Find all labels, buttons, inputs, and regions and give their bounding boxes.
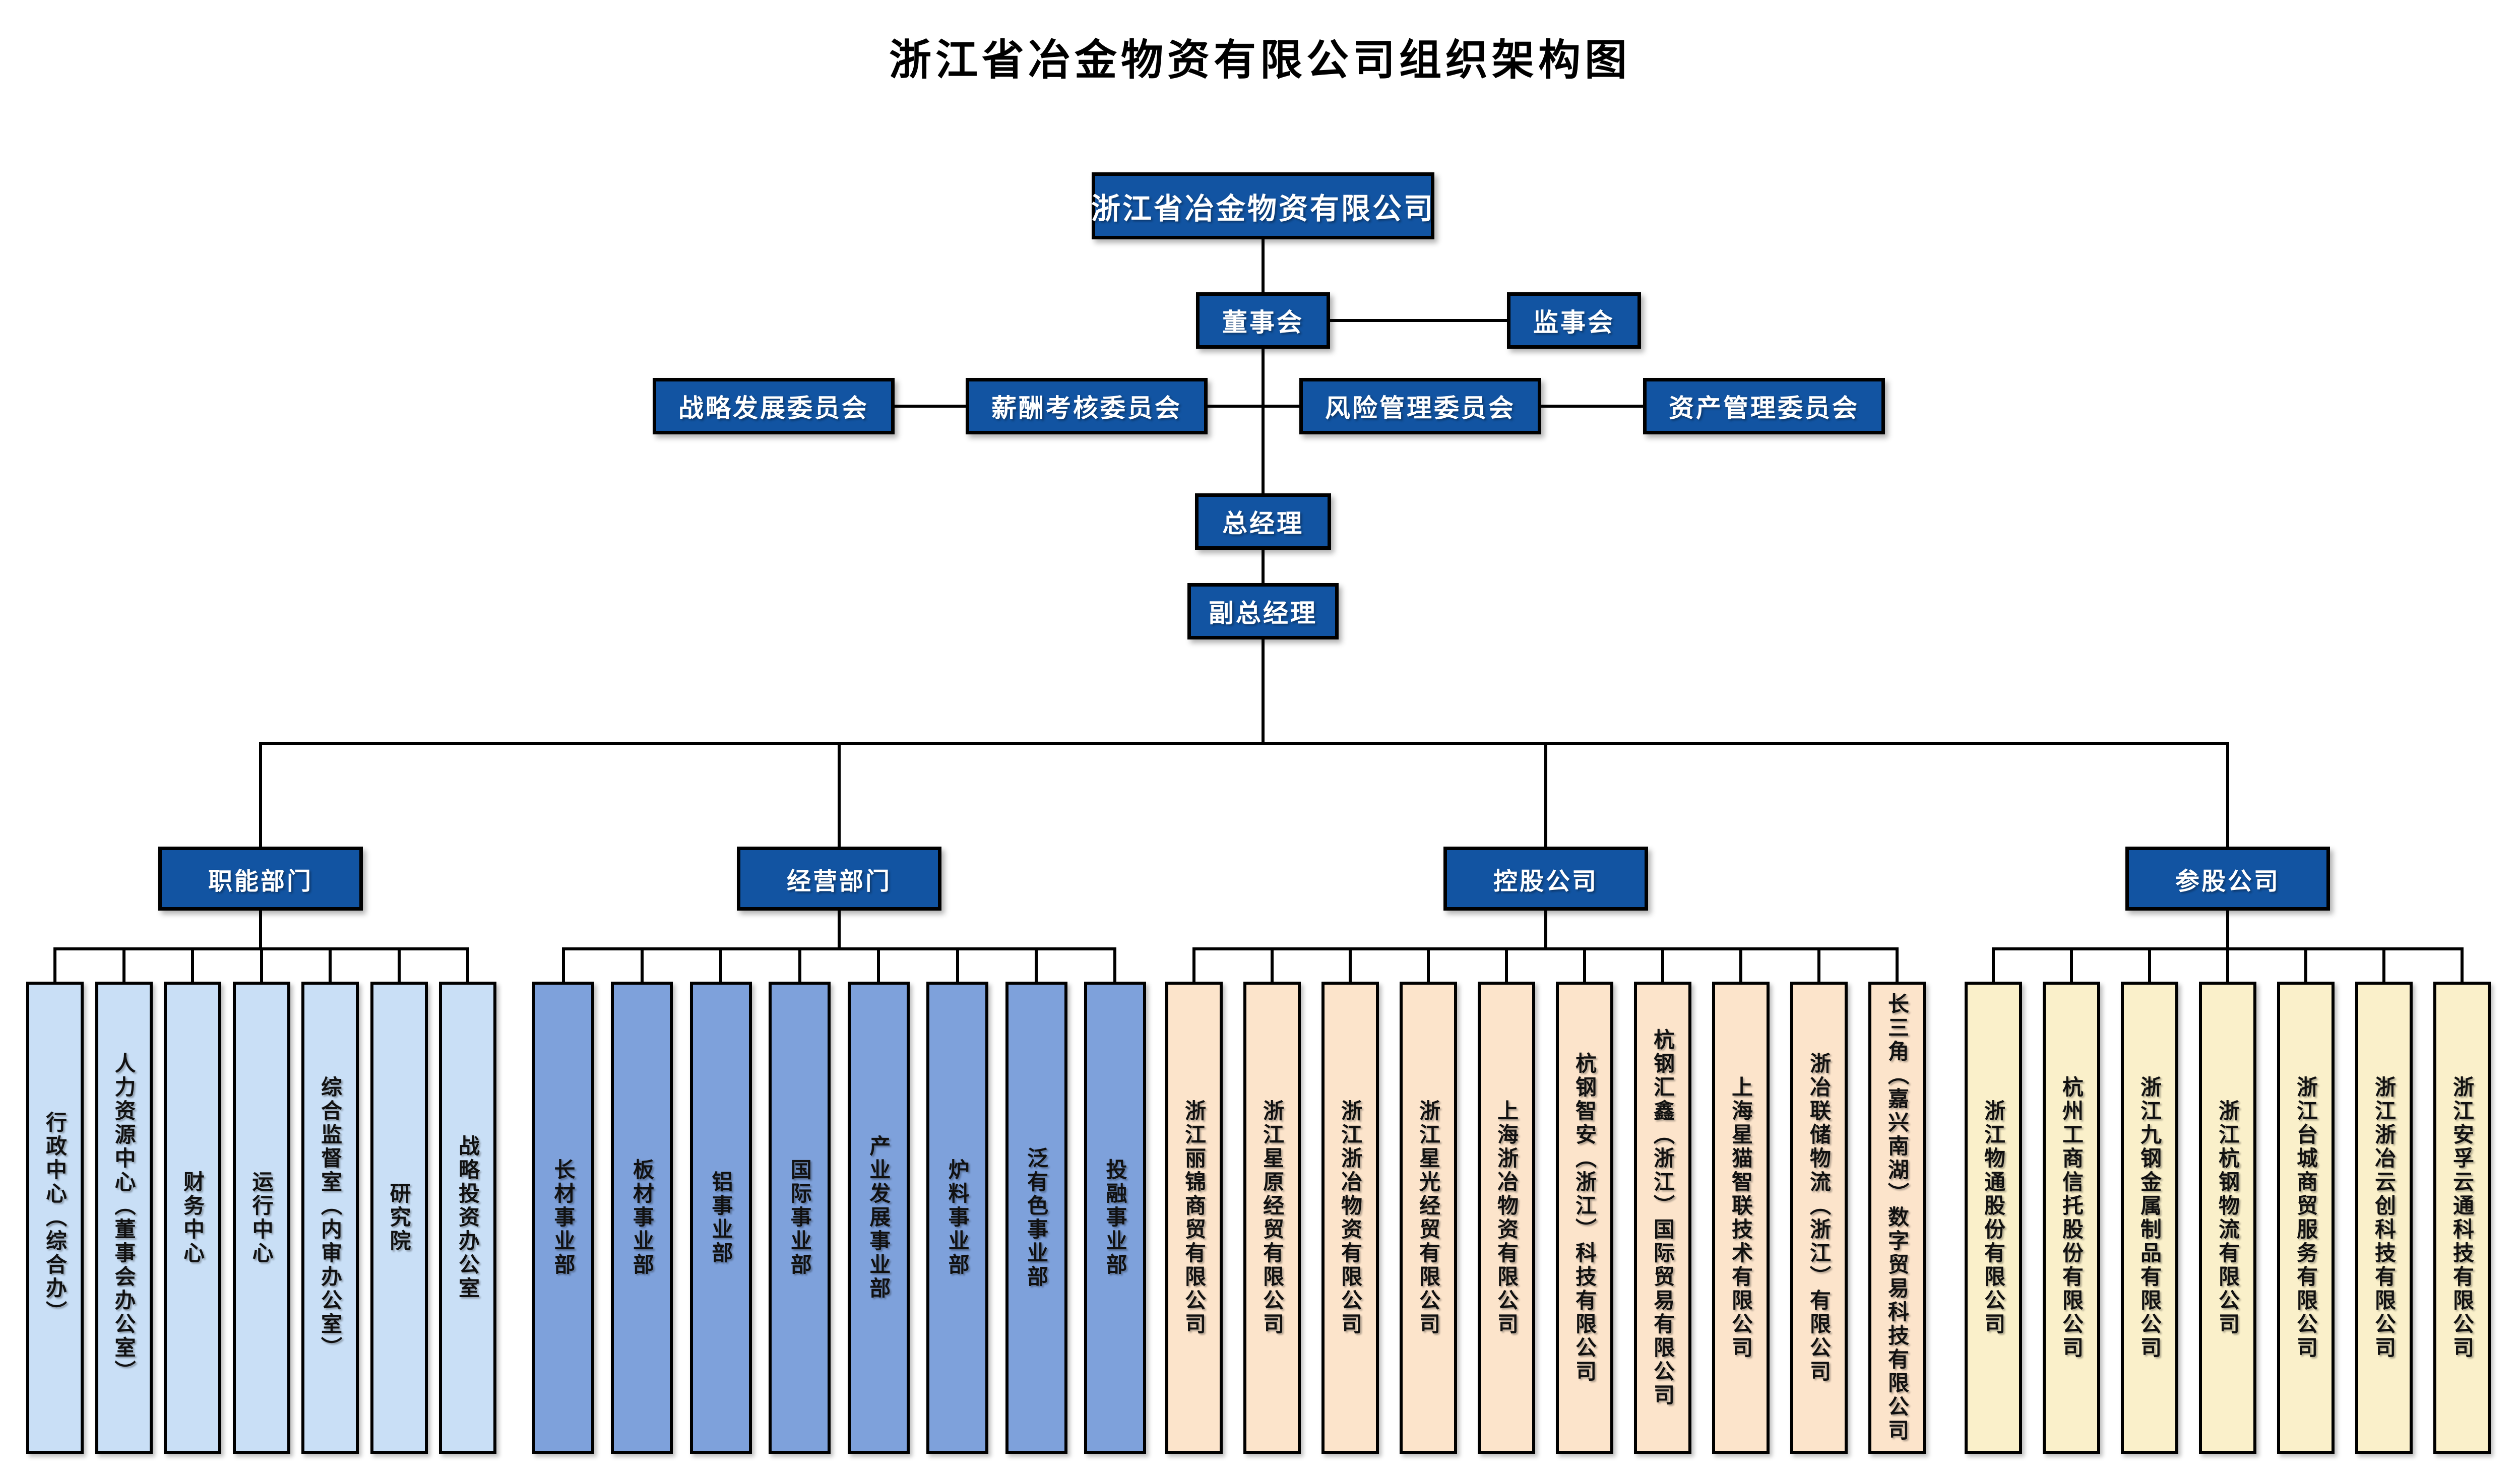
org-column-label: 浙江杭钢物流有限公司: [2216, 1099, 2240, 1336]
org-column-business: 国际事业部: [769, 947, 831, 1454]
org-column-functional: 财务中心: [164, 947, 221, 1454]
org-column-functional: 综合监督室（内审办公室）: [301, 947, 359, 1454]
org-column-label: 战略投资办公室: [456, 1135, 480, 1301]
org-column-label: 浙江安孚云通科技有限公司: [2450, 1075, 2474, 1360]
org-column-holding: 浙江浙冶物资有限公司: [1321, 947, 1379, 1454]
connector-main-distribution: [259, 742, 2229, 745]
org-column-label: 浙江九钢金属制品有限公司: [2137, 1075, 2162, 1360]
org-column-functional: 行政中心（综合办）: [26, 947, 84, 1454]
org-column-label: 财务中心: [180, 1170, 205, 1265]
org-column-holding: 上海浙冶物资有限公司: [1478, 947, 1535, 1454]
org-column-invested: 杭州工商信托股份有限公司: [2043, 947, 2100, 1454]
org-column-label: 杭州工商信托股份有限公司: [2059, 1075, 2084, 1360]
org-column-label: 长三角（嘉兴南湖）数字贸易科技有限公司: [1885, 993, 1909, 1443]
connector-committee-2: [1208, 405, 1299, 408]
org-column-invested: 浙江安孚云通科技有限公司: [2433, 947, 2491, 1454]
org-column-label: 上海星猫智联技术有限公司: [1729, 1075, 1753, 1360]
org-column-label: 浙江物通股份有限公司: [1981, 1099, 2005, 1336]
org-column-business: 板材事业部: [611, 947, 673, 1454]
org-column-label: 杭钢智安（浙江）科技有限公司: [1572, 1052, 1597, 1384]
org-column-label: 杭钢汇鑫（浙江）国际贸易有限公司: [1651, 1028, 1675, 1407]
connector-dgm-mainline: [1262, 639, 1265, 745]
org-column-label: 浙江星原经贸有限公司: [1260, 1099, 1284, 1336]
column-group-invested: 浙江物通股份有限公司 杭州工商信托股份有限公司 浙江九钢金属制品有限公司 浙江杭钢物流…: [1965, 947, 2491, 1454]
org-column-label: 浙江浙冶云创科技有限公司: [2372, 1075, 2396, 1360]
org-column-label: 浙冶联储物流（浙江）有限公司: [1807, 1052, 1831, 1384]
node-committee-strategy: 战略发展委员会: [653, 378, 895, 434]
org-column-label: 运行中心: [249, 1170, 273, 1265]
org-column-label: 综合监督室（内审办公室）: [318, 1075, 342, 1360]
org-column-business: 产业发展事业部: [847, 947, 910, 1454]
org-column-holding: 浙冶联储物流（浙江）有限公司: [1790, 947, 1848, 1454]
org-column-label: 浙江浙冶物资有限公司: [1338, 1099, 1362, 1336]
branch-header-invested: 参股公司: [2125, 742, 2330, 950]
org-column-label: 投融事业部: [1103, 1159, 1127, 1277]
org-column-holding: 浙江星光经贸有限公司: [1400, 947, 1457, 1454]
org-column-label: 泛有色事业部: [1024, 1146, 1048, 1289]
org-column-invested: 浙江台城商贸服务有限公司: [2277, 947, 2335, 1454]
node-committee-asset: 资产管理委员会: [1643, 378, 1885, 434]
org-column-label: 炉料事业部: [946, 1159, 970, 1277]
org-column-functional: 运行中心: [232, 947, 290, 1454]
connector-root-board: [1262, 239, 1265, 292]
org-column-holding: 杭钢智安（浙江）科技有限公司: [1556, 947, 1613, 1454]
connector-committee-1: [895, 405, 966, 408]
org-column-business: 泛有色事业部: [1005, 947, 1067, 1454]
org-column-holding: 长三角（嘉兴南湖）数字贸易科技有限公司: [1868, 947, 1926, 1454]
org-column-invested: 浙江浙冶云创科技有限公司: [2355, 947, 2413, 1454]
org-column-business: 投融事业部: [1084, 947, 1146, 1454]
org-column-business: 铝事业部: [689, 947, 752, 1454]
connector-board-gm: [1262, 349, 1265, 493]
org-column-label: 行政中心（综合办）: [43, 1111, 67, 1324]
org-column-business: 长材事业部: [532, 947, 594, 1454]
org-column-invested: 浙江物通股份有限公司: [1965, 947, 2022, 1454]
column-group-holding: 浙江丽锦商贸有限公司 浙江星原经贸有限公司 浙江浙冶物资有限公司 浙江星光经贸有限公司…: [1165, 947, 1926, 1454]
org-column-holding: 上海星猫智联技术有限公司: [1712, 947, 1770, 1454]
org-column-invested: 浙江杭钢物流有限公司: [2199, 947, 2256, 1454]
node-supervisory: 监事会: [1507, 292, 1641, 349]
org-column-label: 上海浙冶物资有限公司: [1494, 1099, 1519, 1336]
branch-header-holding: 控股公司: [1443, 742, 1648, 950]
org-column-business: 炉料事业部: [926, 947, 989, 1454]
branch-header-business: 经营部门: [737, 742, 941, 950]
org-column-label: 国际事业部: [788, 1159, 812, 1277]
connector-committee-3: [1541, 405, 1643, 408]
org-column-holding: 浙江星原经贸有限公司: [1243, 947, 1301, 1454]
org-column-label: 人力资源中心（董事会办公室）: [112, 1052, 136, 1384]
node-company-root: 浙江省冶金物资有限公司: [1091, 172, 1434, 239]
connector-gm-dgm: [1262, 550, 1265, 583]
org-column-label: 板材事业部: [630, 1159, 654, 1277]
node-committee-risk: 风险管理委员会: [1299, 378, 1541, 434]
org-column-label: 浙江星光经贸有限公司: [1416, 1099, 1440, 1336]
node-committee-compensation: 薪酬考核委员会: [966, 378, 1208, 434]
branch-header-functional: 职能部门: [158, 742, 363, 950]
org-column-label: 产业发展事业部: [866, 1135, 891, 1301]
org-column-functional: 研究院: [370, 947, 428, 1454]
org-column-label: 浙江台城商贸服务有限公司: [2294, 1075, 2318, 1360]
org-column-label: 研究院: [387, 1182, 411, 1253]
org-column-holding: 杭钢汇鑫（浙江）国际贸易有限公司: [1634, 947, 1691, 1454]
org-column-functional: 人力资源中心（董事会办公室）: [95, 947, 153, 1454]
column-group-business: 长材事业部 板材事业部 铝事业部 国际事业部 产业发展事业部 炉料事业部 泛有色事业部 投融事…: [532, 947, 1146, 1454]
org-column-holding: 浙江丽锦商贸有限公司: [1165, 947, 1223, 1454]
org-column-label: 铝事业部: [709, 1170, 733, 1265]
org-column-label: 浙江丽锦商贸有限公司: [1182, 1099, 1206, 1336]
column-group-functional: 行政中心（综合办） 人力资源中心（董事会办公室） 财务中心 运行中心 综合监督室（内审办…: [26, 947, 496, 1454]
page-title: 浙江省冶金物资有限公司组织架构图: [889, 36, 1631, 84]
node-deputy-general-manager: 副总经理: [1187, 583, 1339, 639]
node-general-manager: 总经理: [1195, 493, 1331, 550]
org-column-invested: 浙江九钢金属制品有限公司: [2121, 947, 2178, 1454]
node-board: 董事会: [1196, 292, 1330, 349]
org-column-label: 长材事业部: [551, 1159, 575, 1277]
connector-board-supervisory: [1330, 319, 1507, 322]
org-column-functional: 战略投资办公室: [439, 947, 496, 1454]
